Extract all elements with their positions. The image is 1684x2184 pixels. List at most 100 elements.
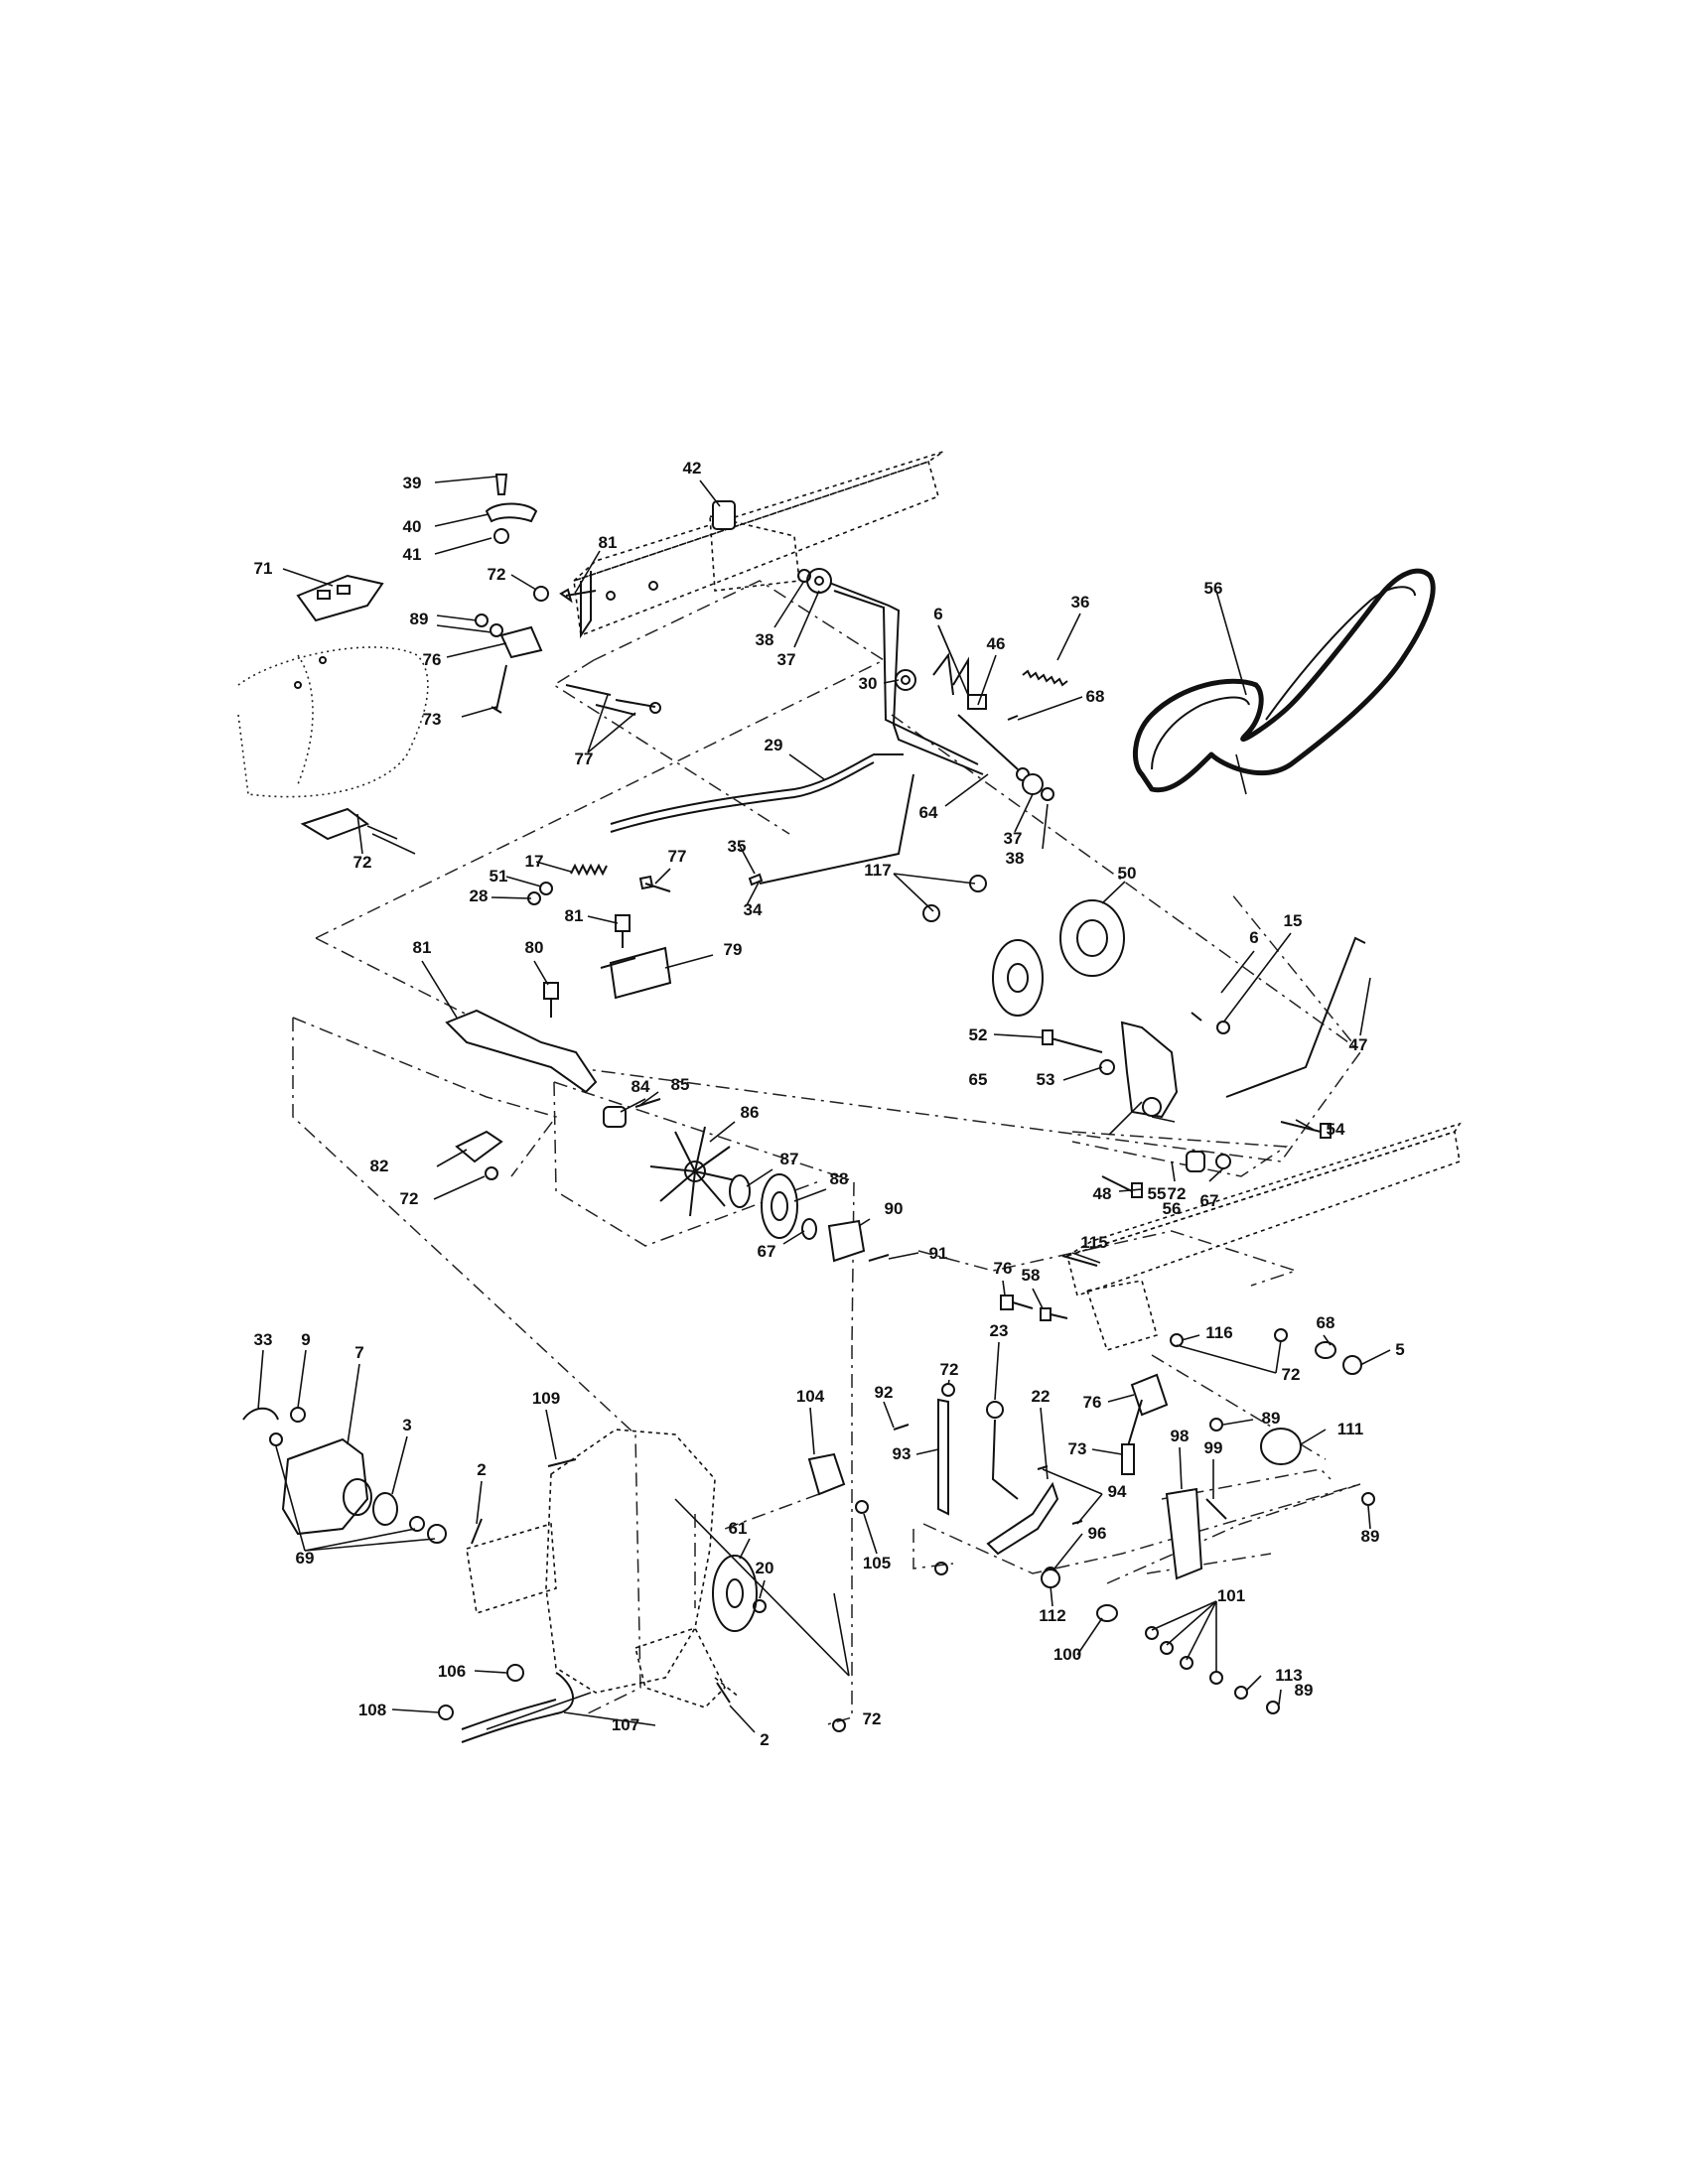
part-label: 2 [477,1460,486,1479]
part-label: 36 [1071,593,1090,612]
part-label: 80 [525,938,544,957]
part-label: 72 [940,1360,959,1379]
part-label: 89 [1295,1681,1314,1700]
part-label: 68 [1317,1313,1335,1332]
part-label: 90 [885,1199,904,1218]
part-label: 30 [859,674,878,693]
part-label: 107 [612,1715,639,1734]
part-label: 67 [1200,1191,1219,1210]
part-label: 20 [756,1559,774,1577]
part-label: 64 [919,803,938,822]
part-label: 72 [1168,1184,1187,1203]
part-label: 2 [760,1730,769,1749]
part-label: 85 [671,1075,690,1094]
part-label: 42 [683,459,702,478]
part-label: 76 [1083,1393,1102,1412]
part-label: 72 [488,565,506,584]
part-label: 38 [756,630,774,649]
part-label: 112 [1039,1606,1065,1625]
part-label: 88 [830,1169,849,1188]
part-label: 81 [413,938,432,957]
leader-lines [257,476,1391,1733]
part-label: 104 [796,1387,825,1406]
fender-body [237,646,429,798]
part-label: 72 [353,853,372,872]
part-label: 106 [438,1662,466,1681]
part-label: 22 [1032,1387,1051,1406]
part-label: 117 [864,861,891,880]
part-label: 15 [1284,911,1303,930]
part-label: 94 [1108,1482,1127,1501]
part-label: 51 [490,867,508,886]
part-label: 73 [1068,1439,1087,1458]
part-label: 68 [1086,687,1105,706]
part-label: 115 [1080,1233,1107,1252]
part-label: 76 [423,650,442,669]
part-label: 69 [296,1549,315,1568]
part-label: 89 [1262,1409,1281,1428]
part-label: 34 [744,900,763,919]
part-label: 113 [1275,1666,1302,1685]
part-label: 6 [933,605,942,623]
part-label: 84 [632,1077,650,1096]
part-label: 100 [1053,1645,1081,1664]
part-shapes [242,474,1375,1743]
part-label: 89 [1361,1527,1380,1546]
part-label: 52 [969,1025,988,1044]
part-label: 40 [403,517,422,536]
part-label: 96 [1088,1524,1107,1543]
part-label: 29 [765,736,783,754]
part-label: 33 [254,1330,273,1349]
part-label: 72 [863,1709,882,1728]
part-label: 81 [565,906,584,925]
part-label: 105 [863,1554,891,1572]
part-label: 108 [358,1701,386,1719]
part-label: 86 [741,1103,760,1122]
part-label: 79 [724,940,743,959]
part-label: 77 [668,847,687,866]
part-label: 47 [1349,1035,1368,1054]
part-label: 56 [1163,1199,1182,1218]
assembly-outlines [292,580,1361,1726]
part-label: 116 [1205,1323,1232,1342]
part-label: 65 [969,1070,988,1089]
part-label: 92 [875,1383,894,1402]
frame-rail-lower [1066,1122,1462,1351]
part-label: 91 [929,1244,948,1263]
part-label: 56 [1204,579,1223,598]
part-label: 9 [301,1330,310,1349]
part-label: 35 [728,837,747,856]
part-label: 46 [987,634,1006,653]
part-label: 81 [599,533,618,552]
part-label: 99 [1204,1438,1223,1457]
part-label: 76 [994,1259,1013,1278]
part-label: 54 [1327,1120,1345,1139]
part-label: 93 [893,1444,912,1463]
part-label: 53 [1037,1070,1055,1089]
part-label: 50 [1118,864,1137,883]
part-label: 101 [1217,1586,1245,1605]
part-label: 41 [403,545,422,564]
part-label: 87 [780,1150,799,1168]
part-label: 6 [1249,928,1258,947]
part-label: 39 [403,474,422,492]
part-label: 55 [1148,1184,1167,1203]
part-label: 73 [423,710,442,729]
part-label: 98 [1171,1427,1190,1445]
part-label: 67 [758,1242,776,1261]
part-label: 5 [1395,1340,1404,1359]
part-label: 7 [354,1343,363,1362]
part-label: 48 [1093,1184,1112,1203]
part-label: 23 [990,1321,1009,1340]
drive-belt-56 [1132,568,1436,793]
part-label: 28 [470,887,489,905]
part-label: 58 [1022,1266,1041,1285]
part-label: 17 [525,852,544,871]
part-label: 71 [254,559,273,578]
part-label: 72 [400,1189,419,1208]
part-label: 38 [1006,849,1025,868]
part-label: 37 [777,650,796,669]
part-label: 82 [370,1157,389,1175]
